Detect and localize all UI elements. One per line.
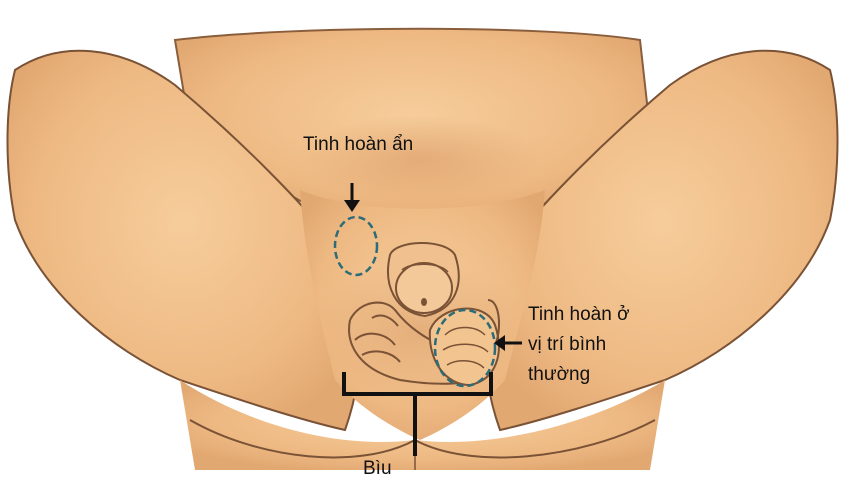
normal-testis-label-line-1: Tinh hoàn ở bbox=[528, 300, 630, 330]
undescended-testis-label: Tinh hoàn ẩn bbox=[303, 133, 413, 157]
normal-testis-label-line-2: vị trí bình bbox=[528, 330, 630, 360]
normal-testis-label: Tinh hoàn ở vị trí bình thường bbox=[528, 300, 630, 390]
normal-testis-label-line-3: thường bbox=[528, 360, 630, 390]
scrotum-label: Bìu bbox=[363, 457, 392, 481]
